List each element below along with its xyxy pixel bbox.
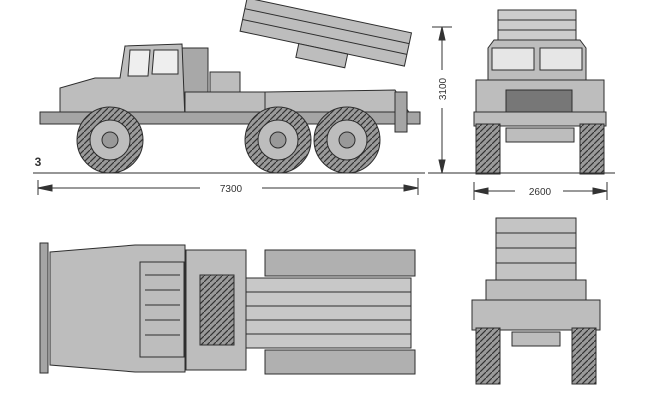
top-spare-wheel	[199, 274, 235, 346]
front-rocket-tubes	[497, 9, 577, 41]
side-wheel-front	[76, 106, 144, 174]
rear-tire-left	[475, 327, 501, 385]
front-tire-left	[475, 123, 501, 175]
top-rocket-pod	[245, 277, 412, 349]
height-label: 3100	[438, 77, 449, 100]
rear-tire-right	[571, 327, 597, 385]
height-dimension	[432, 26, 452, 174]
rear-view	[471, 217, 601, 385]
width-label: 2600	[529, 187, 552, 198]
side-view	[33, 0, 425, 174]
logo-mark: 3	[35, 155, 42, 169]
side-wheel-rear	[313, 106, 381, 174]
rear-rocket-tubes	[495, 217, 577, 281]
flatbed	[184, 91, 266, 115]
front-view	[428, 9, 615, 175]
length-dimension	[37, 178, 419, 195]
rocket-launcher-pod	[239, 0, 413, 69]
length-label: 7300	[220, 184, 243, 195]
width-dimension	[473, 182, 608, 200]
top-view	[39, 242, 416, 375]
side-wheel-mid	[244, 106, 312, 174]
front-tire-right	[579, 123, 605, 175]
